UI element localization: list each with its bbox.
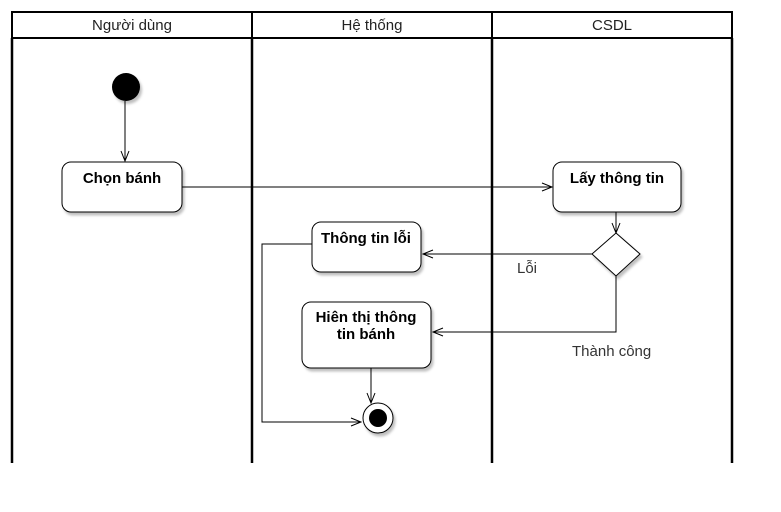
- edge-thong-tin-loi-to-end: [261, 243, 361, 422]
- action-hien-thi-label-line1: Hiên thị thông: [316, 309, 417, 326]
- decision-node: [591, 232, 641, 277]
- action-hien-thi-thong-tin-banh: Hiên thị thông tin bánh: [301, 301, 432, 369]
- action-thong-tin-loi: Thông tin lỗi: [311, 221, 422, 273]
- edge-decision-to-hien-thi: [433, 276, 617, 332]
- edge-label-thanh-cong: Thành công: [572, 343, 651, 360]
- start-node: [112, 73, 140, 101]
- swimlane-title-nguoi-dung: Người dùng: [92, 17, 172, 34]
- action-lay-thong-tin: Lấy thông tin: [552, 161, 682, 213]
- swimlane-dividers: [10, 38, 734, 463]
- swimlane-title-csdl: CSDL: [592, 17, 632, 34]
- action-lay-thong-tin-label: Lấy thông tin: [570, 170, 664, 187]
- end-node: [362, 402, 394, 434]
- edge-label-loi: Lỗi: [517, 260, 537, 277]
- action-chon-banh: Chọn bánh: [61, 161, 183, 213]
- action-thong-tin-loi-label: Thông tin lỗi: [321, 230, 411, 247]
- swimlane-title-he-thong: Hệ thống: [342, 17, 403, 34]
- swimlane-he-thong: Hệ thống: [251, 11, 493, 39]
- action-hien-thi-label-line2: tin bánh: [337, 326, 395, 343]
- swimlane-csdl: CSDL: [491, 11, 733, 39]
- swimlane-nguoi-dung: Người dùng: [11, 11, 253, 39]
- action-chon-banh-label: Chọn bánh: [83, 170, 161, 187]
